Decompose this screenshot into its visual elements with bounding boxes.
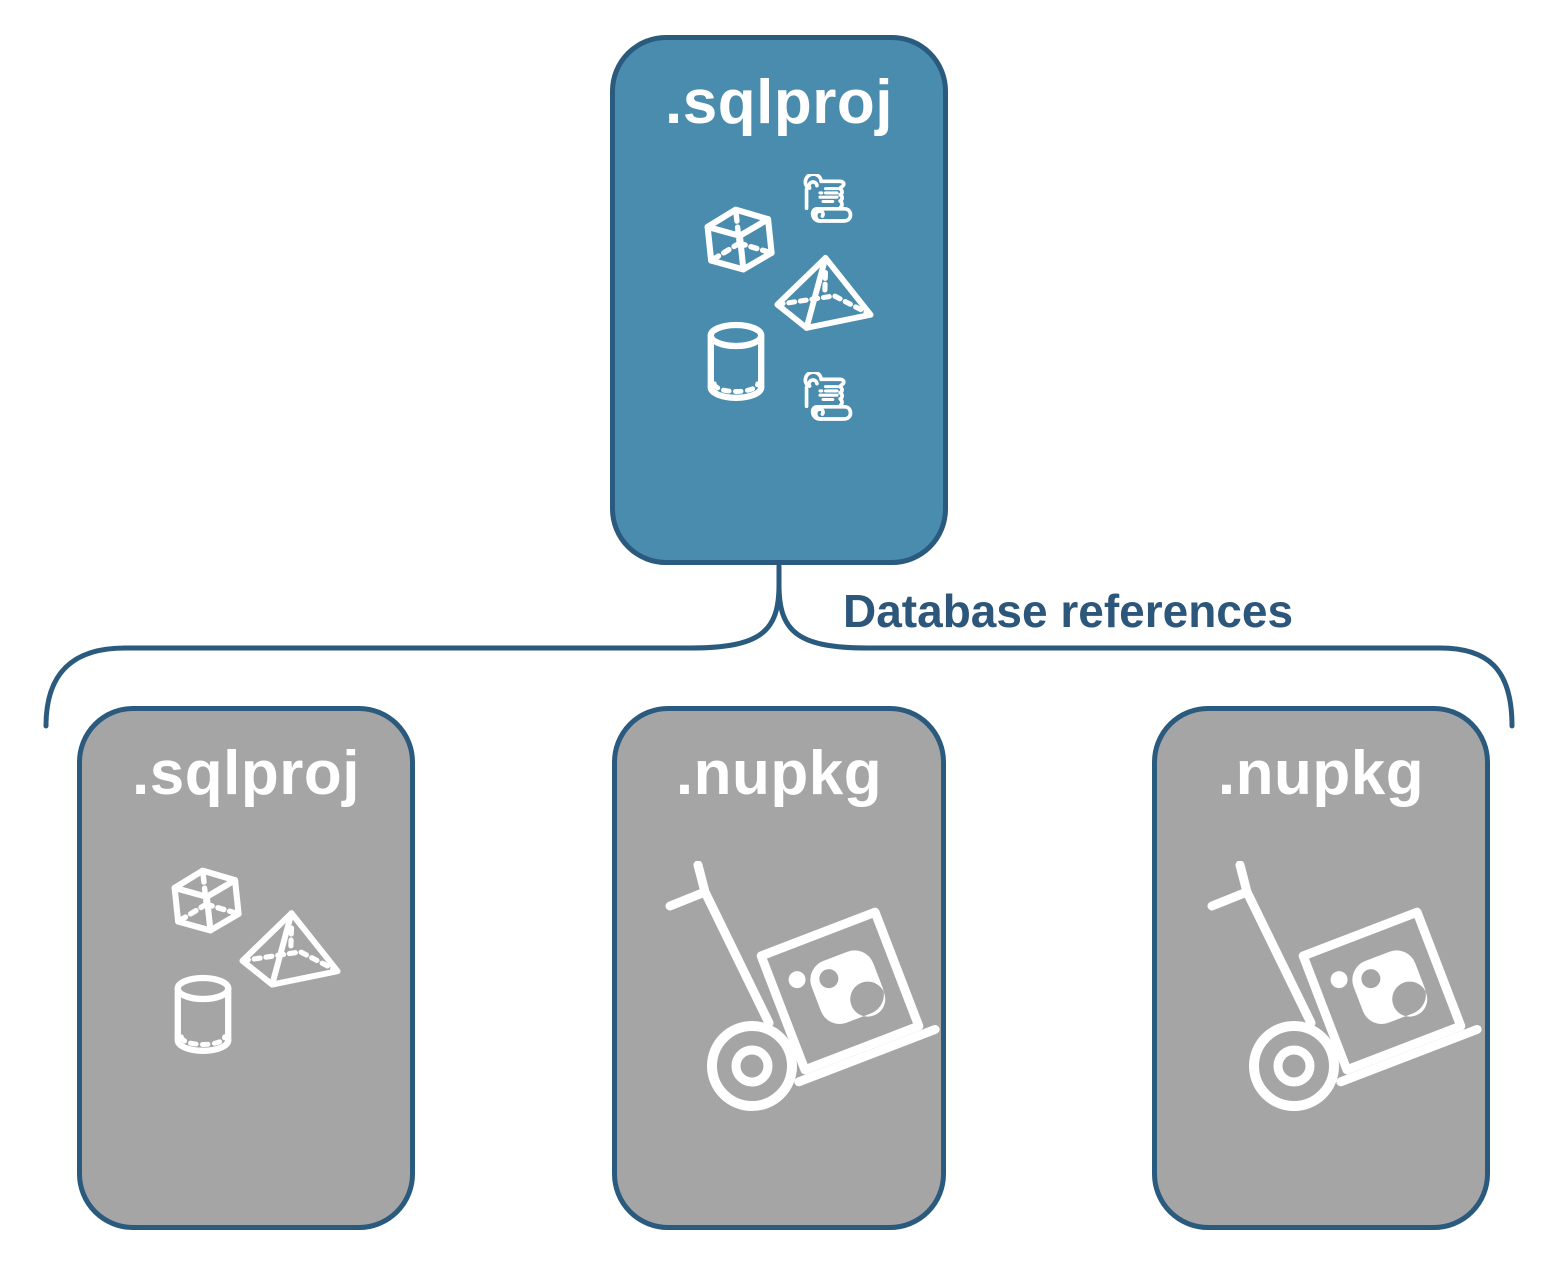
hand-truck-icon	[657, 861, 957, 1191]
scroll-icon	[798, 174, 856, 232]
root-node-label: .sqlproj	[665, 68, 893, 137]
ref-node-nupkg-1: .nupkg	[612, 706, 946, 1230]
cylinder-icon	[168, 971, 238, 1062]
hand-truck-icon	[1199, 861, 1499, 1191]
ref-node-label: .nupkg	[1217, 739, 1425, 808]
ref-node-label: .nupkg	[675, 739, 883, 808]
ref-node-sqlproj: .sqlproj	[77, 706, 415, 1230]
pyramid-icon	[773, 252, 875, 336]
ref-node-label: .sqlproj	[132, 739, 360, 808]
cylinder-icon	[701, 318, 771, 409]
ref-node-nupkg-2: .nupkg	[1152, 706, 1490, 1230]
connector-label: Database references	[843, 585, 1294, 637]
pyramid-icon	[238, 907, 342, 993]
cube-icon	[695, 200, 783, 288]
cube-icon	[162, 861, 250, 949]
root-node-sqlproj: .sqlproj	[610, 35, 948, 565]
scroll-icon	[798, 372, 856, 430]
